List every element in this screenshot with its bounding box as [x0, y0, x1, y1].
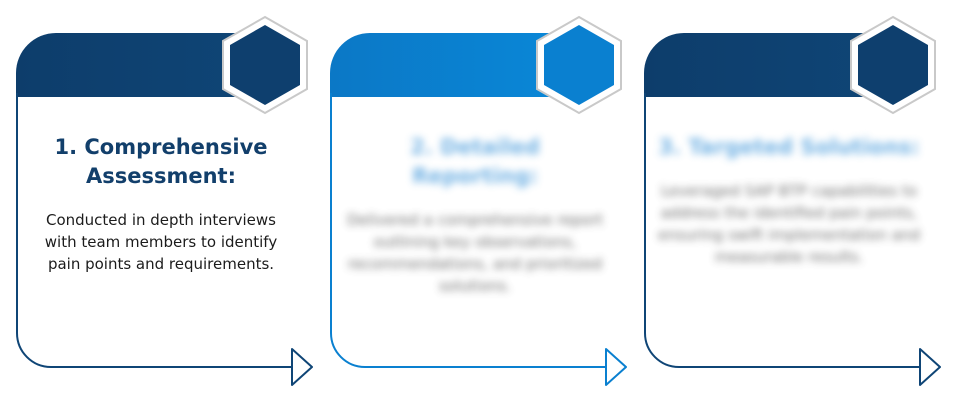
step-card-3: 3. Targeted Solutions: Leveraged SAP BTP…	[644, 15, 944, 393]
step-card-2-frame	[330, 15, 627, 386]
step-card-1-description: Conducted in depth interviews with team …	[44, 211, 278, 273]
arrow-right-icon	[919, 348, 941, 386]
hexagon-icon	[230, 25, 300, 105]
step-card-3-title: 3. Targeted Solutions:	[658, 135, 920, 159]
hexagon-icon	[544, 25, 614, 105]
step-card-1-frame	[16, 15, 313, 386]
step-card-3-description: Leveraged SAP BTP capabilities to addres…	[658, 182, 920, 266]
step-card-2: 2. Detailed Reporting: Delivered a compr…	[330, 15, 630, 393]
step-card-1-title: 1. Comprehensive Assessment:	[54, 135, 268, 188]
hexagon-icon	[858, 25, 928, 105]
step-card-1: 1. Comprehensive Assessment: Conducted i…	[16, 15, 316, 393]
step-card-3-frame	[644, 15, 941, 386]
step-card-2-content: 2. Detailed Reporting: Delivered a compr…	[344, 133, 606, 297]
step-card-3-content: 3. Targeted Solutions: Leveraged SAP BTP…	[658, 133, 920, 268]
step-card-2-title: 2. Detailed Reporting:	[410, 135, 540, 188]
step-card-2-description: Delivered a comprehensive report outlini…	[346, 211, 604, 295]
arrow-right-icon	[291, 348, 313, 386]
arrow-right-icon	[605, 348, 627, 386]
step-card-1-content: 1. Comprehensive Assessment: Conducted i…	[30, 133, 292, 275]
